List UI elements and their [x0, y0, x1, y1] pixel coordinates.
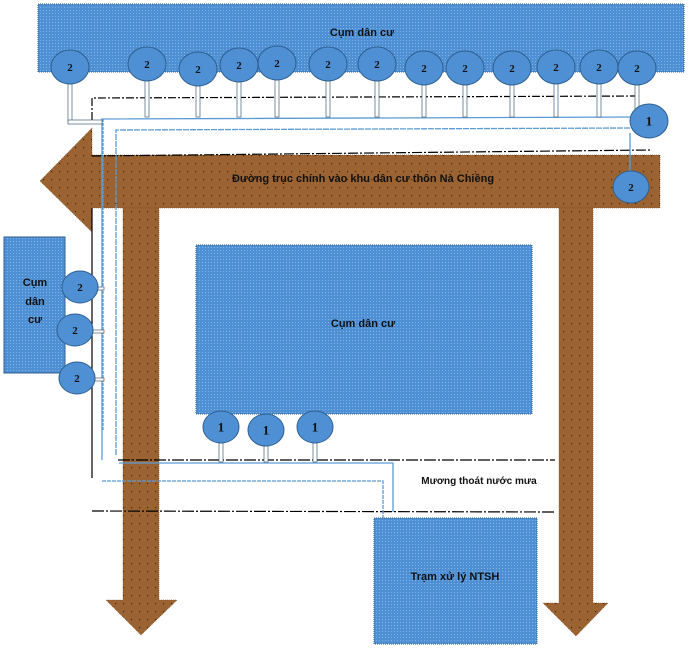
manhole-circle	[445, 50, 485, 86]
manhole-circle	[61, 270, 99, 304]
manhole-number: 2	[634, 63, 640, 75]
center-manhole-3: 1	[296, 410, 334, 444]
top-manhole-5: 2	[257, 45, 297, 81]
manhole-number: 2	[553, 62, 559, 74]
left-manhole-2: 2	[56, 313, 94, 347]
manhole-number: 2	[67, 62, 73, 74]
left-cluster-label-line3: cư	[28, 314, 42, 326]
top-stem-5	[274, 79, 280, 118]
center-residential-cluster: Cụm dân cư	[195, 244, 533, 415]
manhole-number: 2	[596, 62, 602, 74]
right-road-manhole: 2	[612, 170, 650, 204]
left-stem-1	[97, 286, 105, 291]
manhole-circle	[58, 361, 96, 395]
road-network	[39, 127, 661, 637]
manhole-circle	[536, 49, 576, 85]
manhole-number: 2	[236, 60, 242, 72]
manhole-number: 2	[72, 325, 78, 337]
manhole-circle	[50, 49, 90, 85]
treatment-station: Trạm xử lý NTSH	[373, 517, 538, 645]
manhole-number: 2	[144, 59, 150, 71]
storm-drain-lines	[91, 95, 651, 513]
manhole-circle	[492, 50, 532, 86]
manhole-number: 2	[374, 59, 380, 71]
top-manhole-13: 2	[617, 50, 657, 86]
manhole-circle	[56, 313, 94, 347]
sewer-pipes	[101, 116, 641, 518]
manhole-number: 2	[628, 182, 634, 194]
top-manhole-6: 2	[308, 46, 348, 82]
left-stem-2	[92, 329, 105, 334]
top-manhole-4: 2	[219, 47, 259, 83]
manhole-number: 2	[421, 63, 427, 75]
top-stem-3	[195, 85, 201, 118]
manhole-number: 1	[263, 423, 270, 438]
manhole-nodes: 2 2 2 2 2 2 2 2 2 2 2 2 2 1 2 2 2 2 1 1 1	[50, 45, 669, 447]
manhole-circle	[202, 410, 240, 444]
left-manhole-3: 2	[58, 361, 96, 395]
top-stem-10	[509, 84, 515, 118]
storm-drain-label: Mương thoát nước mưa	[421, 476, 537, 487]
center-stem-2	[263, 445, 269, 463]
manhole-number: 2	[195, 64, 201, 76]
center-cluster-label: Cụm dân cư	[331, 318, 395, 330]
manhole-number: 2	[462, 63, 468, 75]
manhole-circle	[296, 410, 334, 444]
manhole-circle	[178, 51, 218, 87]
right-junction-manhole: 1	[629, 103, 669, 139]
left-cluster-label-line1: Cụm	[23, 277, 48, 289]
top-stem-connector	[67, 119, 103, 125]
top-cluster-label: Cụm dân cư	[330, 27, 394, 39]
top-manhole-10: 2	[492, 50, 532, 86]
manhole-number: 2	[77, 282, 83, 294]
top-manhole-8: 2	[404, 50, 444, 86]
top-stem-11	[553, 83, 559, 118]
manhole-number: 2	[274, 58, 280, 70]
main-road-label: Đường trục chính vào khu dân cư thôn Nà …	[232, 173, 494, 185]
left-manhole-1: 2	[61, 270, 99, 304]
manhole-number: 1	[312, 420, 319, 435]
center-stem-1	[218, 442, 224, 463]
manhole-circle	[617, 50, 657, 86]
right-road-arrow	[542, 207, 609, 637]
manhole-circle	[308, 46, 348, 82]
top-manhole-3: 2	[178, 51, 218, 87]
manhole-circle	[612, 170, 650, 204]
top-stem-4	[236, 81, 242, 118]
manhole-number: 1	[218, 420, 225, 435]
treatment-station-label: Trạm xử lý NTSH	[411, 571, 500, 583]
top-stem-12	[596, 83, 602, 118]
center-stem-3	[312, 442, 318, 463]
top-manhole-11: 2	[536, 49, 576, 85]
manhole-circle	[127, 46, 167, 82]
manhole-circle	[257, 45, 297, 81]
top-stem-8	[421, 84, 427, 118]
left-cluster-label-line2: dân	[25, 296, 45, 308]
manhole-number: 2	[509, 63, 515, 75]
manhole-number: 1	[646, 114, 653, 129]
top-manhole-2: 2	[127, 46, 167, 82]
manhole-number: 2	[325, 59, 331, 71]
top-stem-1	[67, 83, 73, 123]
manhole-circle	[247, 413, 285, 447]
top-manhole-1: 2	[50, 49, 90, 85]
top-stem-2	[144, 80, 150, 118]
left-road-arrow	[105, 207, 178, 636]
top-stem-6	[325, 80, 331, 118]
manhole-circle	[404, 50, 444, 86]
top-stem-9	[462, 84, 468, 118]
manhole-number: 2	[74, 373, 80, 385]
left-stem-3	[94, 377, 105, 382]
center-manhole-2: 1	[247, 413, 285, 447]
top-manhole-12: 2	[579, 49, 619, 85]
left-residential-cluster: Cụm dân cư	[3, 236, 66, 374]
top-stem-7	[374, 80, 380, 118]
manhole-circle	[629, 103, 669, 139]
top-manhole-7: 2	[357, 46, 397, 82]
center-manhole-1: 1	[202, 410, 240, 444]
manhole-circle	[357, 46, 397, 82]
top-manhole-9: 2	[445, 50, 485, 86]
